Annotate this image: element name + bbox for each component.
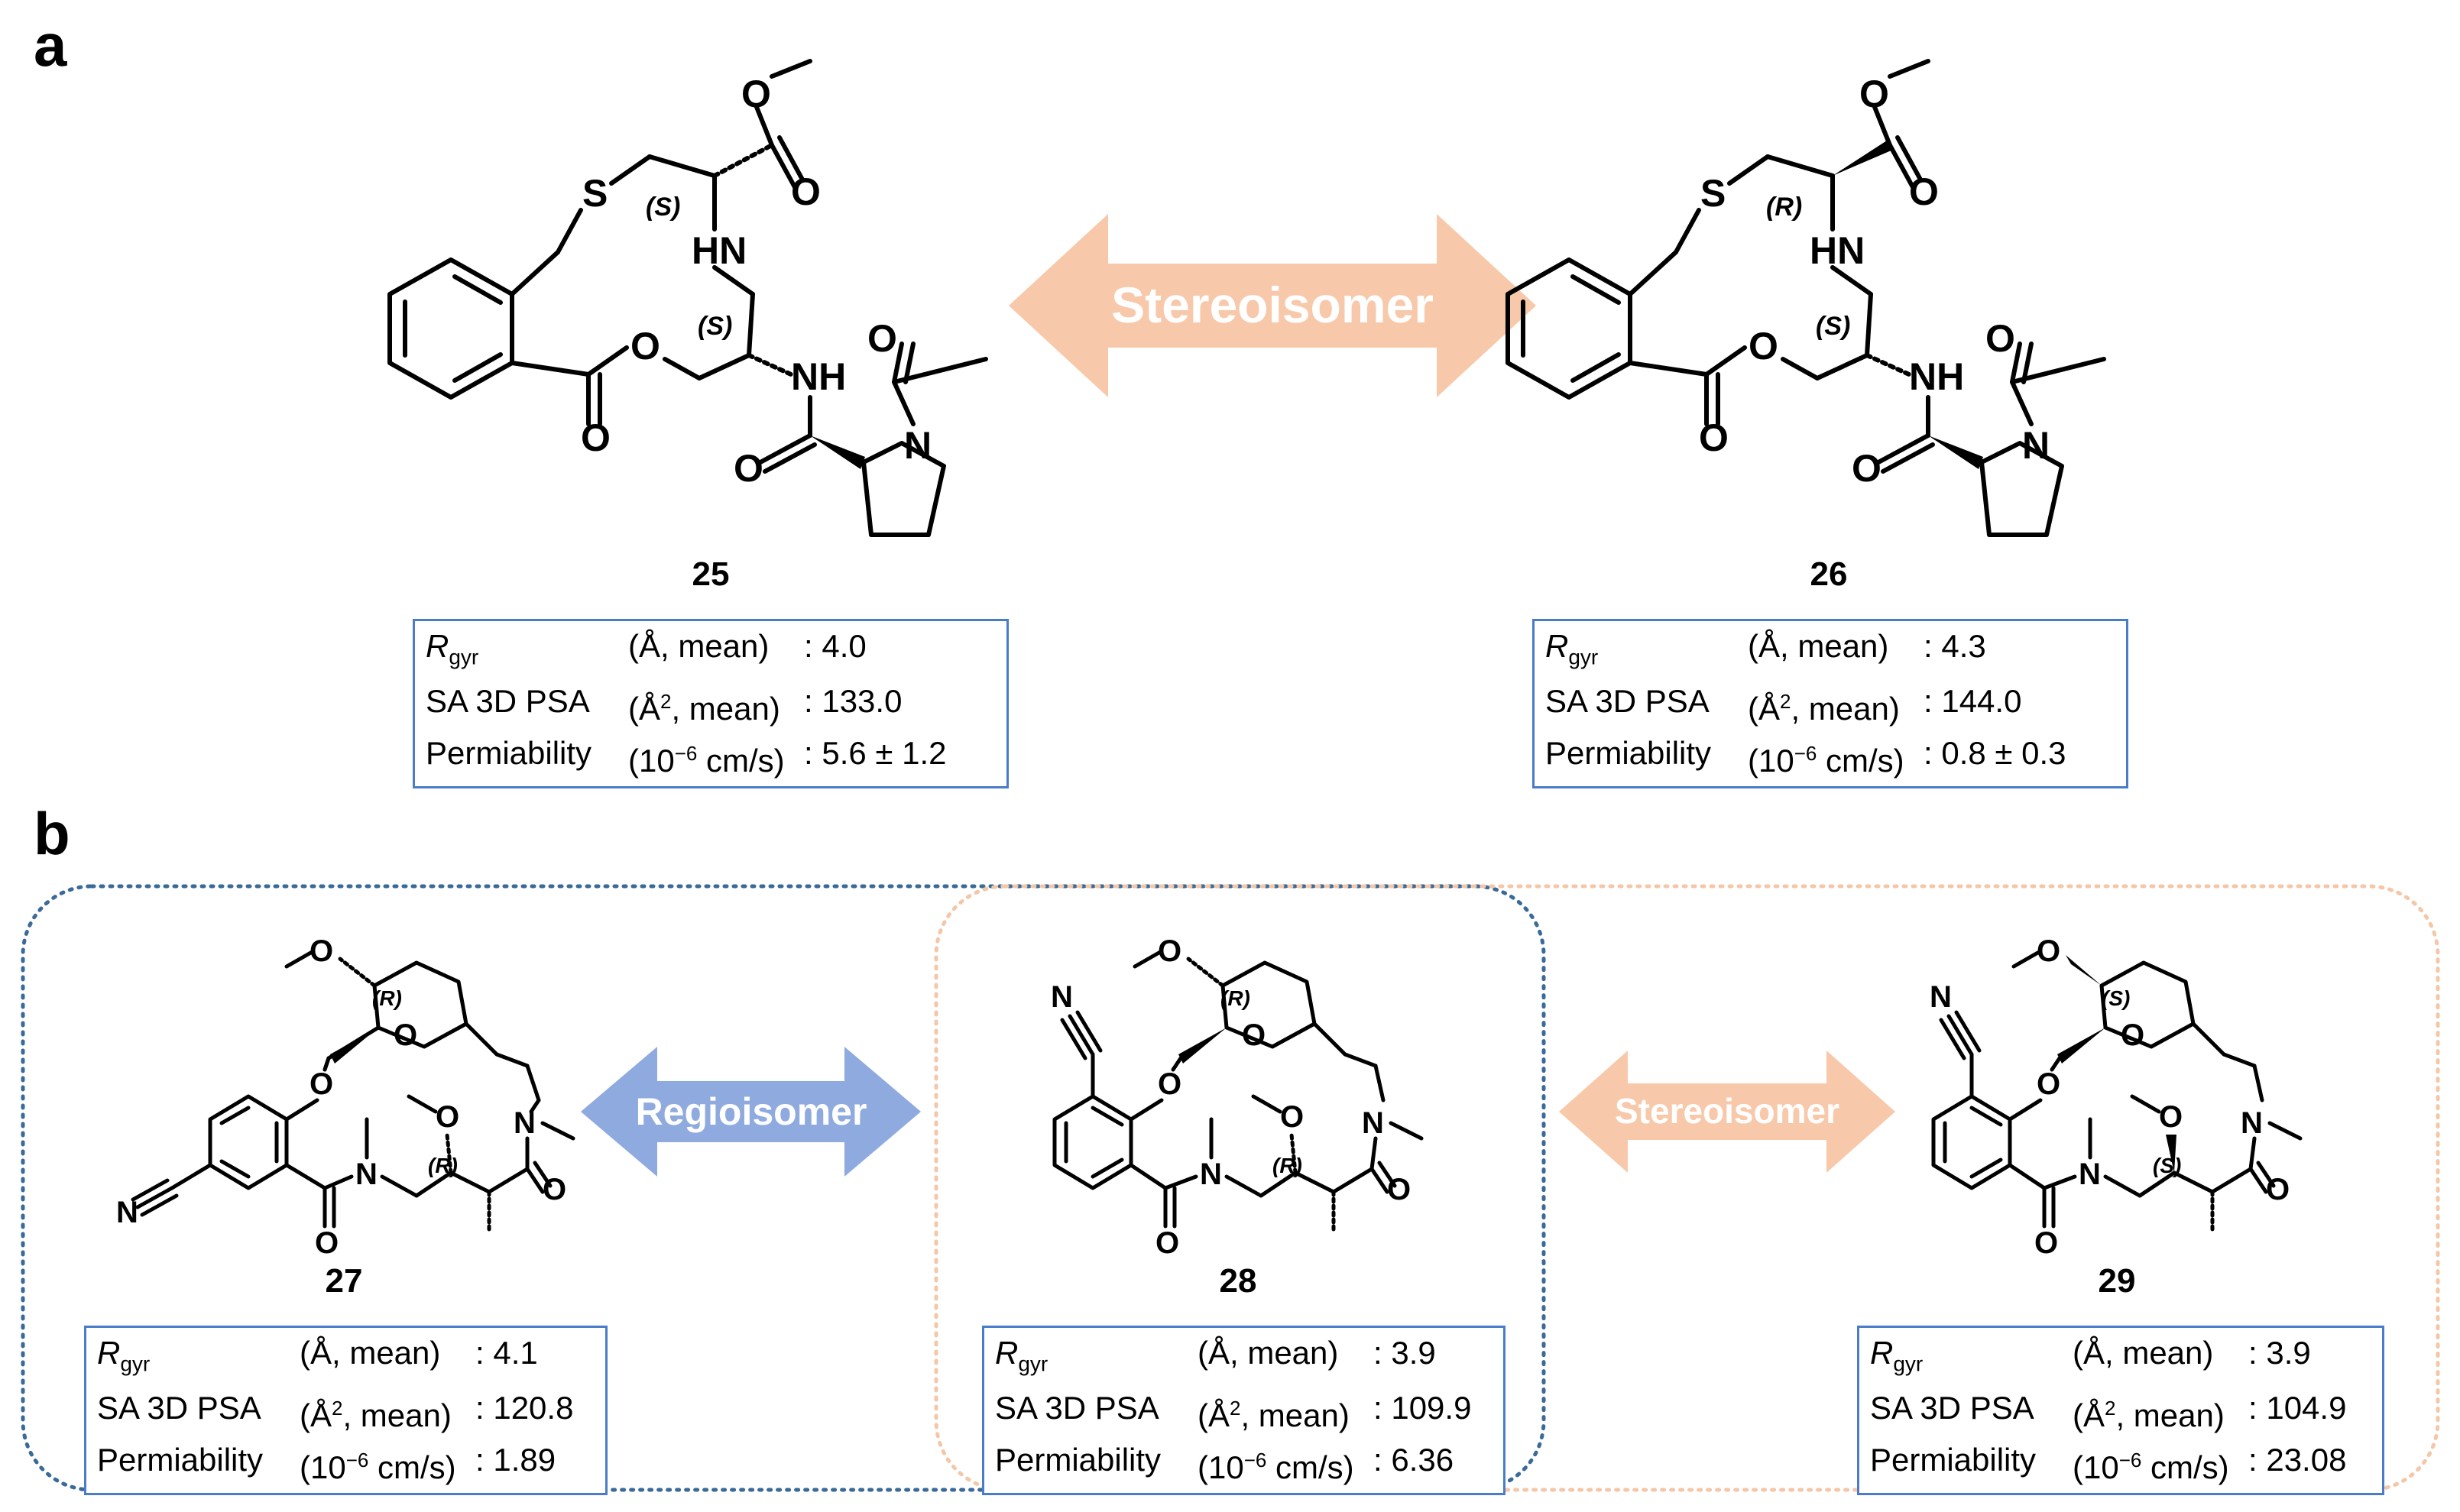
panel-label-b: b	[34, 800, 70, 867]
regioisomer-arrow: Regioisomer	[581, 1047, 921, 1177]
permeability-row: Permiability (10−6 cm/s) : 0.8 ± 0.3	[1545, 735, 2066, 779]
stereoisomer-arrow-b: Stereoisomer	[1559, 1051, 1895, 1173]
psa-row: SA 3D PSA (Å2, mean) : 133.0	[426, 683, 903, 727]
atom-N-26: N	[2022, 424, 2050, 467]
atom-N-27-cn: N	[116, 1196, 138, 1229]
atom-O-26-e: O	[1852, 447, 1881, 490]
rgyr-row: Rgyr (Å, mean) : 3.9	[1870, 1335, 2311, 1376]
stereoisomer-arrow-a: Stereoisomer	[1009, 214, 1536, 397]
atom-O-27-d: O	[315, 1226, 339, 1260]
atom-O-29-c: O	[2037, 1067, 2060, 1101]
permeability-row: Permiability (10−6 cm/s) : 5.6 ± 1.2	[426, 735, 947, 779]
atom-N-29-a: N	[2079, 1157, 2101, 1191]
regioisomer-label: Regioisomer	[636, 1090, 867, 1133]
blue-group-outline	[21, 884, 1546, 1492]
atom-O-27-e: O	[436, 1100, 459, 1134]
atom-O-29-e: O	[2159, 1100, 2183, 1134]
stereo-26-bottom: (S)	[1816, 312, 1850, 341]
atom-O-25-d: O	[581, 416, 611, 459]
stereoisomer-label-a: Stereoisomer	[1111, 277, 1434, 333]
stereoisomer-label-b: Stereoisomer	[1615, 1091, 1839, 1131]
atom-O-25-c: O	[630, 325, 660, 367]
atom-O-28-b: O	[1242, 1018, 1266, 1052]
stereo-27-chain: (R)	[428, 1154, 458, 1177]
atom-NH-26: NH	[1909, 355, 1964, 398]
atom-S-25: S	[582, 172, 608, 215]
atom-O-27-f: O	[543, 1173, 566, 1206]
stereo-26-top: (R)	[1766, 193, 1802, 222]
atom-O-26-f: O	[1985, 317, 2015, 360]
compound-id-25: 25	[692, 555, 730, 593]
atom-O-26-a: O	[1859, 73, 1889, 115]
stereo-27-ring: (R)	[372, 986, 402, 1010]
stereo-25-bottom: (S)	[698, 312, 732, 341]
panel-label-a: a	[34, 11, 67, 79]
structure-27: O O O N O N O O N (R) (R)	[116, 934, 575, 1260]
atom-O-29-a: O	[2037, 934, 2060, 968]
orange-group-outline	[934, 884, 2440, 1492]
compound-id-28: 28	[1219, 1262, 1257, 1300]
stereo-28-ring: (R)	[1220, 986, 1250, 1010]
rgyr-row: Rgyr (Å, mean) : 3.9	[995, 1335, 1436, 1376]
permeability-row: Permiability (10−6 cm/s) : 23.08	[1870, 1442, 2347, 1486]
atom-O-29-f: O	[2266, 1173, 2290, 1206]
atom-O-27-c: O	[310, 1067, 333, 1101]
atom-O-26-c: O	[1749, 325, 1778, 367]
atom-N-27-b: N	[514, 1106, 536, 1140]
compound-id-27: 27	[325, 1262, 363, 1300]
structure-28: O O O N O N O O N (R) (R)	[1051, 934, 1424, 1260]
psa-row: SA 3D PSA (Å2, mean) : 109.9	[995, 1390, 1472, 1434]
stereo-25-top: (S)	[646, 193, 680, 222]
atom-O-25-f: O	[867, 317, 897, 360]
rgyr-row: Rgyr (Å, mean) : 4.3	[1545, 628, 1986, 669]
atom-N-28-a: N	[1200, 1157, 1222, 1191]
atom-O-27-a: O	[310, 934, 333, 968]
psa-row: SA 3D PSA (Å2, mean) : 104.9	[1870, 1390, 2347, 1434]
property-box-28: Rgyr (Å, mean) : 3.9 SA 3D PSA (Å2, mean…	[982, 1326, 1505, 1496]
atom-O-29-d: O	[2034, 1226, 2058, 1260]
property-box-29: Rgyr (Å, mean) : 3.9 SA 3D PSA (Å2, mean…	[1857, 1326, 2384, 1496]
atom-N-29-b: N	[2241, 1106, 2263, 1140]
rgyr-row: Rgyr (Å, mean) : 4.1	[97, 1335, 538, 1376]
atom-O-28-a: O	[1158, 934, 1181, 968]
rgyr-row: Rgyr (Å, mean) : 4.0	[426, 628, 867, 669]
atom-O-26-d: O	[1699, 416, 1729, 459]
psa-row: SA 3D PSA (Å2, mean) : 144.0	[1545, 683, 2022, 727]
atom-NH-25: NH	[791, 355, 846, 398]
stereo-28-chain: (R)	[1272, 1154, 1302, 1177]
permeability-row: Permiability (10−6 cm/s) : 6.36	[995, 1442, 1454, 1486]
property-box-25: Rgyr (Å, mean) : 4.0 SA 3D PSA (Å2, mean…	[413, 619, 1009, 789]
atom-N-28-cn: N	[1051, 980, 1073, 1014]
atom-N-25: N	[904, 424, 932, 467]
atom-HN-26: HN	[1810, 229, 1865, 272]
stereo-29-chain: (S)	[2153, 1154, 2181, 1177]
compound-id-26: 26	[1810, 555, 1848, 593]
stereo-29-ring: (S)	[2102, 986, 2130, 1010]
atom-O-29-b: O	[2121, 1018, 2144, 1052]
property-box-27: Rgyr (Å, mean) : 4.1 SA 3D PSA (Å2, mean…	[84, 1326, 608, 1496]
compound-id-29: 29	[2098, 1262, 2136, 1300]
atom-O-28-d: O	[1155, 1226, 1179, 1260]
atom-O-28-e: O	[1280, 1100, 1304, 1134]
atom-O-25-b: O	[791, 170, 821, 213]
psa-row: SA 3D PSA (Å2, mean) : 120.8	[97, 1390, 574, 1434]
atom-S-26: S	[1700, 172, 1726, 215]
property-box-26: Rgyr (Å, mean) : 4.3 SA 3D PSA (Å2, mean…	[1532, 619, 2128, 789]
atom-N-28-b: N	[1362, 1106, 1384, 1140]
atom-HN-25: HN	[692, 229, 747, 272]
atom-O-25-a: O	[741, 73, 771, 115]
structure-25: S HN NH N O O O O O O (S) (S)	[387, 59, 988, 537]
permeability-row: Permiability (10−6 cm/s) : 1.89	[97, 1442, 556, 1486]
atom-O-25-e: O	[734, 447, 763, 490]
atom-N-29-cn: N	[1930, 980, 1952, 1014]
atom-O-28-f: O	[1387, 1173, 1411, 1206]
atom-O-26-b: O	[1909, 170, 1939, 213]
structure-29: O O O N O N O O N (S) (S)	[1930, 934, 2303, 1260]
atom-O-27-b: O	[394, 1018, 417, 1052]
atom-N-27-a: N	[355, 1157, 378, 1191]
atom-O-28-c: O	[1158, 1067, 1181, 1101]
structure-26: S HN NH N O O O O O O (R) (S)	[1505, 59, 2106, 537]
